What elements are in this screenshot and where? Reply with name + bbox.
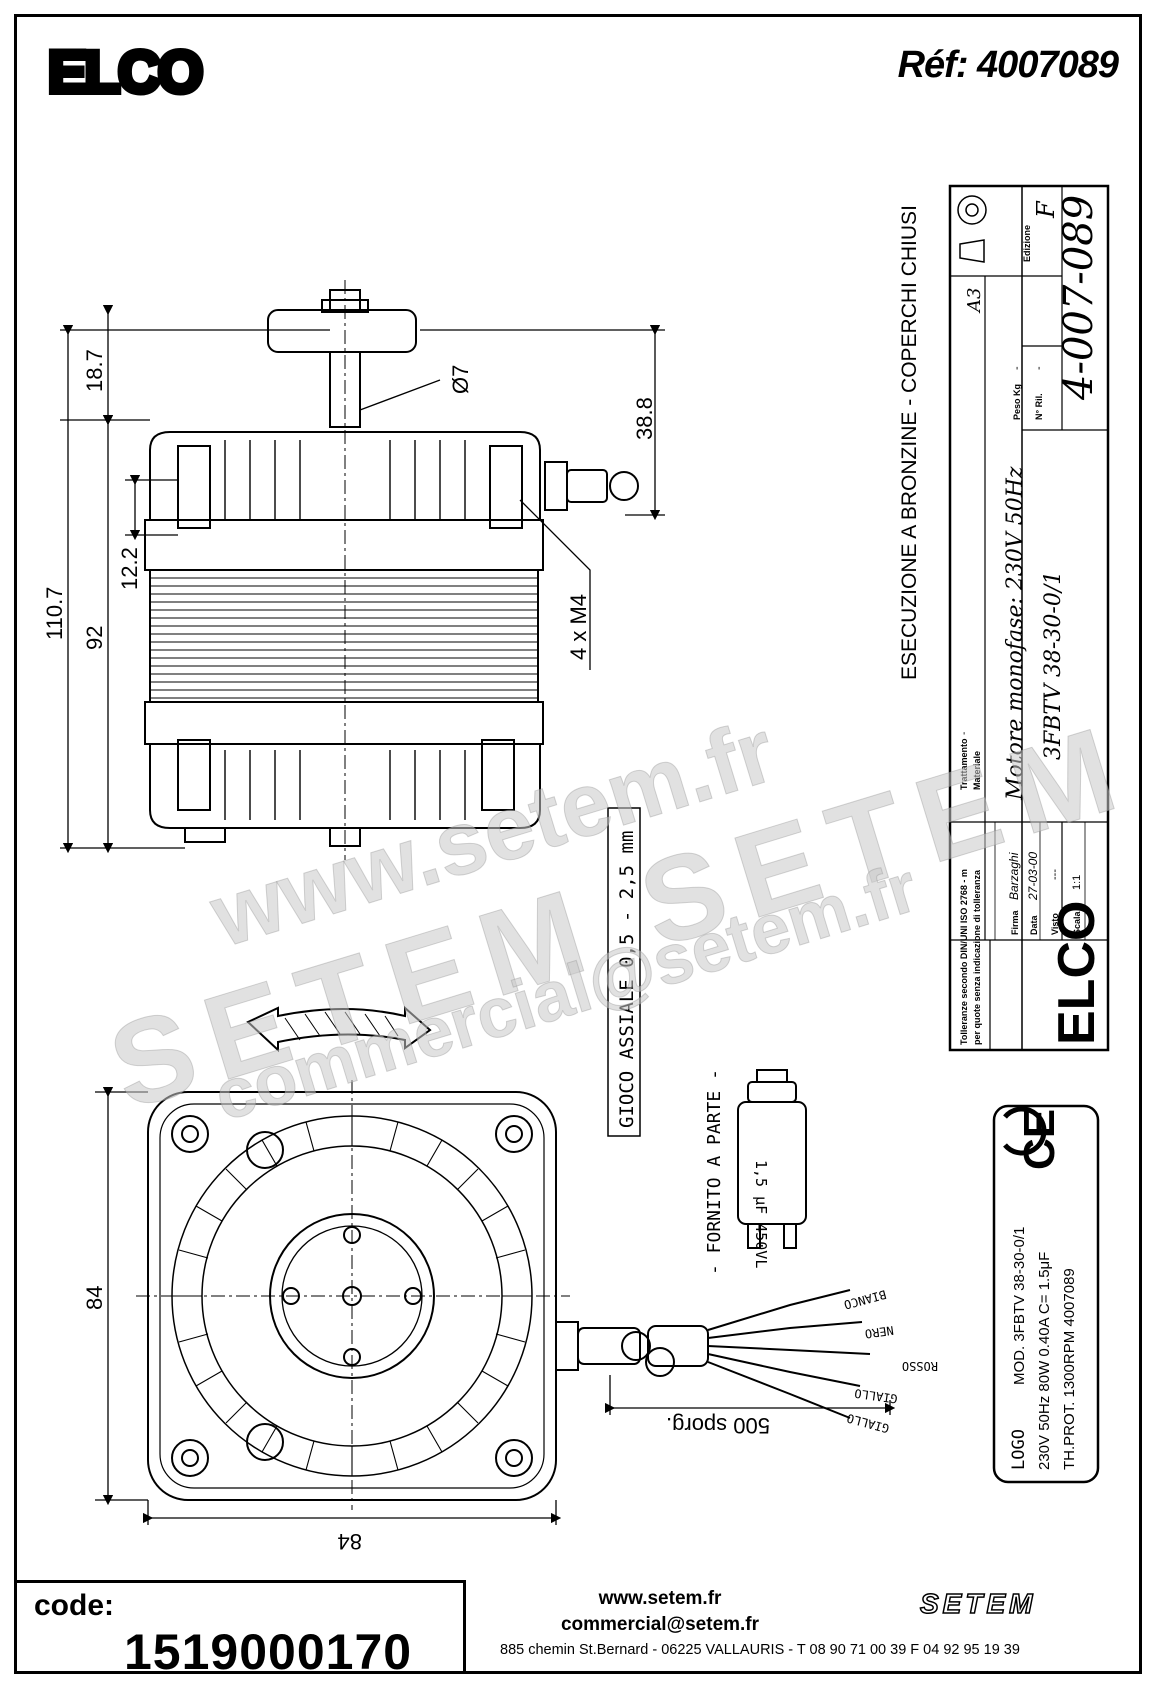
tb-ril-label: N° Ril. [1034, 393, 1044, 420]
wire-label-nero: NERO [864, 1323, 895, 1341]
nameplate-line-3: TH.PROT. 1300RPM 4007089 [1061, 1268, 1078, 1470]
side-view-dimensions [60, 304, 665, 854]
tb-description-1: Motore monofase: 230V 50Hz [1003, 466, 1028, 801]
title-block [948, 184, 1110, 1052]
axial-play-note: GIOCO ASSIALE 0,5 - 2,5 mm [616, 831, 638, 1128]
footer-website[interactable]: www.setem.fr [598, 1588, 722, 1609]
tb-date: 27-03-00 [1026, 852, 1040, 901]
dim-shaft-diameter: Ø7 [448, 365, 473, 394]
wire-label-giallo-2: GIALLO [845, 1411, 891, 1436]
tb-tolerance-2: per quote senza indicazione di tolleranz… [972, 869, 982, 1045]
tb-description-2: 3FBTV 38-30-0/1 [1041, 571, 1066, 760]
wire-label-rosso: ROSSO [902, 1359, 938, 1373]
dim-screws: 4 x M4 [566, 594, 591, 660]
tb-signature-label: Firma [1010, 909, 1020, 935]
elco-logo-text: ELCO [48, 42, 201, 102]
capacitor-label: 1,5 μF 450VL [752, 1160, 770, 1268]
tb-material-label: Materiale [972, 751, 982, 790]
tb-visto-label: Visto [1050, 913, 1060, 935]
dim-18-7: 18.7 [82, 349, 107, 392]
nameplate [992, 1104, 1100, 1484]
code-box: code: 1519000170 [14, 1580, 466, 1680]
footer-email[interactable]: commercial@setem.fr [560, 1614, 760, 1635]
dim-84-bottom: 84 [338, 1529, 362, 1554]
rotation-arrow [246, 1005, 432, 1053]
ce-mark: CE [1015, 1109, 1064, 1170]
tb-treatment-label: Trattamento [959, 738, 969, 790]
nameplate-line-2: 230V 50Hz 80W 0.40A C= 1.5μF [1036, 1252, 1053, 1470]
elco-logo-text-fill: ELCO [48, 42, 201, 102]
tb-visto: --- [1049, 869, 1061, 880]
tb-weight-label: Peso Kg [1012, 384, 1022, 420]
motor-side-view [144, 280, 639, 860]
tb-scale-label: Scala [1072, 910, 1082, 935]
tb-treatment: - [959, 732, 970, 735]
capacitor-drawing: 1,5 μF 450VL [737, 1069, 807, 1268]
tb-weight: - [1011, 366, 1023, 370]
nameplate-logo: LOGO [1009, 1429, 1029, 1470]
dim-84-side: 84 [82, 1286, 107, 1310]
tb-elco-logo: ELCO [1048, 901, 1106, 1045]
tb-tolerance-1: Tolleranze secondo DIN/UNI ISO 2768 - m [959, 869, 969, 1045]
title-block-text: A3 Edizione F 4-007-089 Peso Kg - N° Ril… [959, 195, 1106, 1045]
supplied-note: - FORNITO A PARTE - [704, 1069, 725, 1275]
dim-500: 500 sporg. [666, 1413, 770, 1438]
tb-format: A3 [964, 288, 985, 314]
wire-label-giallo-1: GIALLO [854, 1386, 899, 1406]
tb-ril: - [1033, 366, 1045, 370]
elco-logo: ELCO ELCO [45, 37, 228, 108]
tb-date-label: Data [1029, 914, 1039, 935]
tb-drawing-number: 4-007-089 [1056, 195, 1102, 401]
dim-110-7: 110.7 [42, 587, 67, 640]
footer-address: 885 chemin St.Bernard - 06225 VALLAURIS … [500, 1642, 1020, 1658]
nameplate-text: CE LOGO MOD. 3FBTV 38-30-0/1 230V 50Hz 8… [1009, 1109, 1078, 1470]
tb-scale: 1:1 [1071, 875, 1083, 890]
motor-front-view [136, 1080, 871, 1510]
dim-38-8: 38.8 [632, 397, 657, 440]
reference-number: Réf: 4007089 [897, 44, 1119, 86]
axial-play-box: GIOCO ASSIALE 0,5 - 2,5 mm [607, 807, 641, 1137]
tb-signature: Barzaghi [1007, 852, 1021, 900]
front-view-dimensions [95, 1086, 896, 1525]
bushing-note: ESECUZIONE A BRONZINE - COPERCHI CHIUSI [898, 205, 921, 680]
tb-edition: F [1032, 200, 1060, 219]
nameplate-line-1: MOD. 3FBTV 38-30-0/1 [1011, 1227, 1028, 1385]
code-value: 1519000170 [124, 1624, 413, 1680]
code-label: code: [34, 1589, 115, 1622]
tb-edition-label: Edizione [1022, 225, 1032, 262]
dim-12-2: 12.2 [117, 547, 142, 590]
dim-92: 92 [82, 626, 107, 650]
drawing-frame [14, 14, 1142, 1674]
setem-logo: SETEM [919, 1587, 1037, 1620]
